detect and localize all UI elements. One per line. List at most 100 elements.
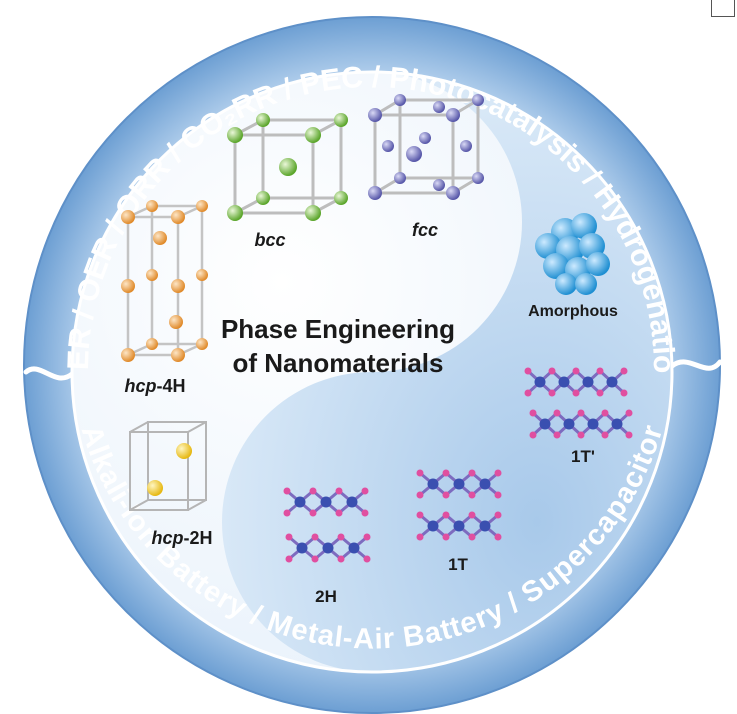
fcc-atom: [446, 108, 460, 122]
tmd-chalcogen-atom: [311, 533, 319, 541]
hcp-4h-structure: hcp-4H: [121, 200, 208, 396]
tmd-chalcogen-atom: [442, 491, 450, 499]
hcp-4h-atom: [121, 210, 135, 224]
tmd-chalcogen-atom: [601, 409, 609, 417]
tmd-chalcogen-atom: [529, 431, 537, 439]
tmd-metal-atom: [606, 376, 618, 388]
bcc-atom: [227, 205, 243, 221]
hcp-4h-atom: [146, 269, 158, 281]
tmd-1t-structure: [416, 469, 502, 541]
tmd-chalcogen-atom: [283, 509, 291, 517]
bcc-atom: [305, 127, 321, 143]
tmd-metal-atom: [558, 376, 570, 388]
ring-divider-right: [669, 359, 723, 371]
tmd-chalcogen-atom: [577, 431, 585, 439]
bcc-atom: [256, 113, 270, 127]
tmd-chalcogen-atom: [494, 533, 502, 541]
ring-divider-left: [23, 366, 75, 381]
bcc-atom: [227, 127, 243, 143]
fcc-atom: [446, 186, 460, 200]
hcp-2h-structure: hcp-2H: [129, 421, 213, 548]
tmd-chalcogen-atom: [416, 491, 424, 499]
tmd-chalcogen-atom: [363, 555, 371, 563]
tmd-metal-atom: [296, 542, 308, 554]
fcc-atom: [472, 94, 484, 106]
tmd-chalcogen-atom: [468, 491, 476, 499]
tmd-chalcogen-atom: [335, 487, 343, 495]
tmd-1t-prime-structure: [524, 367, 633, 439]
tmd-metal-atom: [322, 542, 334, 554]
hcp-4h-atom: [171, 348, 185, 362]
tmd-metal-atom: [427, 520, 439, 532]
fcc-atom: [394, 94, 406, 106]
bcc-center-atom: [279, 158, 297, 176]
center-title-line1: Phase Engineering: [221, 314, 455, 344]
hcp-2h-label: hcp-2H: [151, 528, 212, 548]
tmd-chalcogen-atom: [468, 533, 476, 541]
tmd-chalcogen-atom: [494, 491, 502, 499]
tmd-chalcogen-atom: [416, 511, 424, 519]
tmd-chalcogen-atom: [494, 511, 502, 519]
hcp-4h-atom: [196, 338, 208, 350]
tmd-chalcogen-atom: [335, 509, 343, 517]
tmd-chalcogen-atom: [577, 409, 585, 417]
tmd-chalcogen-atom: [620, 389, 628, 397]
tmd-2h-label: 2H: [315, 587, 337, 606]
tmd-metal-atom: [479, 478, 491, 490]
hcp-4h-atom: [169, 315, 183, 329]
hcp-2h-atom: [147, 480, 163, 496]
tmd-metal-atom: [479, 520, 491, 532]
hcp-2h-atom: [176, 443, 192, 459]
tmd-metal-atom: [582, 376, 594, 388]
tmd-metal-atom: [320, 496, 332, 508]
tmd-metal-atom: [587, 418, 599, 430]
tmd-chalcogen-atom: [361, 487, 369, 495]
tmd-chalcogen-atom: [494, 469, 502, 477]
tmd-chalcogen-atom: [363, 533, 371, 541]
fcc-atom: [472, 172, 484, 184]
bcc-atom: [334, 191, 348, 205]
tmd-chalcogen-atom: [361, 509, 369, 517]
fcc-structure: fcc: [368, 94, 484, 240]
hcp-4h-atom: [171, 210, 185, 224]
tmd-chalcogen-atom: [309, 509, 317, 517]
bcc-structure: bcc: [227, 113, 348, 250]
tmd-chalcogen-atom: [625, 431, 633, 439]
tmd-chalcogen-atom: [442, 533, 450, 541]
tmd-chalcogen-atom: [596, 367, 604, 375]
tmd-chalcogen-atom: [601, 431, 609, 439]
tmd-chalcogen-atom: [283, 487, 291, 495]
tmd-chalcogen-atom: [553, 409, 561, 417]
hcp-4h-atom: [196, 269, 208, 281]
tmd-chalcogen-atom: [468, 511, 476, 519]
hcp-4h-atom: [146, 200, 158, 212]
fcc-atom: [394, 172, 406, 184]
fcc-atom: [382, 140, 394, 152]
fcc-atom: [368, 186, 382, 200]
tmd-chalcogen-atom: [416, 533, 424, 541]
tmd-metal-atom: [427, 478, 439, 490]
tmd-metal-atom: [611, 418, 623, 430]
tmd-chalcogen-atom: [596, 389, 604, 397]
tmd-chalcogen-atom: [337, 533, 345, 541]
tmd-chalcogen-atom: [572, 389, 580, 397]
amorphous-label: Amorphous: [528, 303, 618, 320]
tmd-chalcogen-atom: [416, 469, 424, 477]
tmd-chalcogen-atom: [442, 511, 450, 519]
tmd-chalcogen-atom: [524, 367, 532, 375]
tmd-1t-prime-label: 1T': [571, 447, 595, 466]
fcc-atom: [433, 101, 445, 113]
fcc-atom: [419, 132, 431, 144]
fcc-atom: [433, 179, 445, 191]
tmd-chalcogen-atom: [548, 389, 556, 397]
bcc-atom: [334, 113, 348, 127]
tmd-chalcogen-atom: [311, 555, 319, 563]
tmd-metal-atom: [348, 542, 360, 554]
bcc-atom: [256, 191, 270, 205]
hcp-4h-atom: [153, 231, 167, 245]
tmd-metal-atom: [453, 478, 465, 490]
tmd-chalcogen-atom: [285, 533, 293, 541]
tmd-metal-atom: [453, 520, 465, 532]
fcc-atom: [406, 146, 422, 162]
